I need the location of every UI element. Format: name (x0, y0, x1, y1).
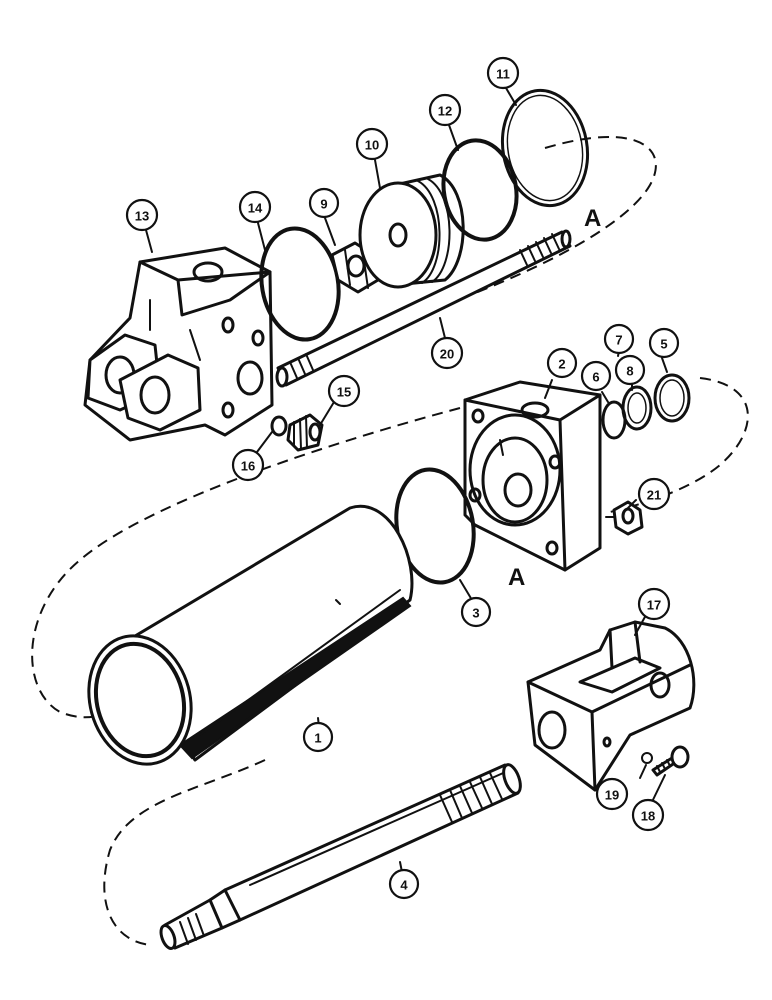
rear-end-cap-part-13 (83, 246, 274, 442)
svg-text:13: 13 (135, 209, 149, 224)
callout-15: 15 (327, 374, 361, 408)
o-ring-part-16 (270, 415, 288, 437)
screw-part-18 (651, 745, 690, 777)
callout-9: 9 (308, 187, 340, 219)
svg-text:4: 4 (400, 878, 408, 893)
svg-text:20: 20 (440, 347, 454, 362)
callout-18: 18 (631, 798, 665, 832)
callout-20: 20 (430, 336, 464, 370)
rod-clevis-part-17 (526, 620, 696, 792)
svg-text:15: 15 (337, 385, 351, 400)
svg-text:10: 10 (365, 138, 379, 153)
piston-part-10 (358, 173, 465, 289)
svg-text:16: 16 (241, 459, 255, 474)
svg-text:6: 6 (592, 370, 599, 385)
barrel-part-1 (87, 504, 414, 766)
svg-text:5: 5 (660, 337, 667, 352)
plug-part-15 (286, 413, 324, 452)
svg-text:19: 19 (605, 788, 619, 803)
svg-text:1: 1 (314, 731, 321, 746)
seal-part-8 (621, 385, 653, 431)
svg-text:8: 8 (626, 364, 633, 379)
svg-text:14: 14 (248, 201, 263, 216)
nut-part-21 (605, 500, 644, 536)
callout-21: 21 (637, 477, 671, 511)
callout-6: 6 (580, 360, 612, 392)
front-end-cap-part-2 (463, 380, 602, 572)
callout-19: 19 (595, 777, 629, 811)
callout-8: 8 (614, 354, 646, 386)
svg-text:7: 7 (615, 333, 622, 348)
svg-text:21: 21 (647, 488, 661, 503)
callout-17: 17 (637, 587, 671, 621)
callout-2: 2 (546, 347, 578, 379)
callout-4: 4 (388, 868, 420, 900)
seal-part-19 (641, 752, 653, 764)
callout-11: 11 (486, 56, 520, 90)
svg-text:17: 17 (647, 598, 661, 613)
callout-13: 13 (125, 198, 159, 232)
alignment-mark-a-top: A (584, 205, 601, 232)
callout-12: 12 (428, 93, 462, 127)
alignment-mark-a-bottom: A (508, 564, 525, 591)
assembly-guide-lines (31, 135, 749, 946)
callout-1: 1 (302, 721, 334, 753)
svg-text:9: 9 (320, 197, 327, 212)
backup-ring-part-11 (500, 88, 590, 208)
callout-3: 3 (460, 596, 492, 628)
callout-14: 14 (238, 190, 272, 224)
svg-text:11: 11 (496, 67, 510, 82)
wiper-part-5 (653, 373, 691, 423)
svg-text:18: 18 (641, 809, 655, 824)
callout-7: 7 (603, 323, 635, 355)
svg-text:3: 3 (472, 606, 479, 621)
callout-10: 10 (355, 127, 389, 161)
callout-16: 16 (231, 448, 265, 482)
svg-text:2: 2 (558, 357, 565, 372)
tie-rod-part-20 (275, 229, 572, 388)
piston-rod-part-4 (159, 763, 522, 950)
callout-5: 5 (648, 327, 680, 359)
svg-text:12: 12 (438, 104, 452, 119)
